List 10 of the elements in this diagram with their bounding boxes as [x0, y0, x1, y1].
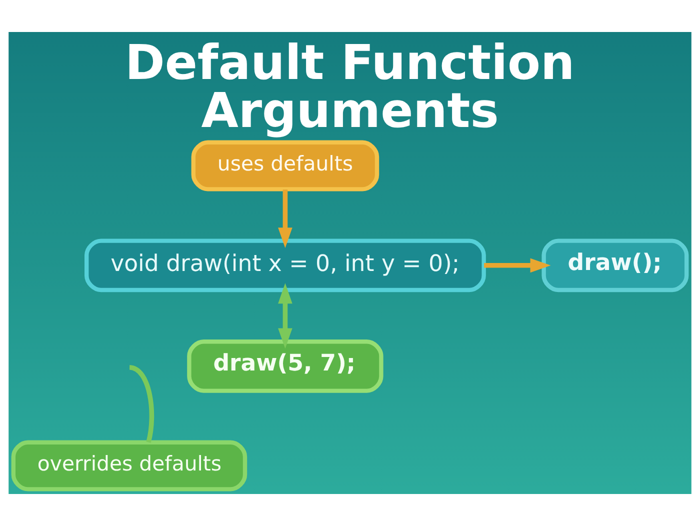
- node-box: void draw(int x = 0, int y = 0);: [84, 238, 486, 292]
- arrow: [278, 282, 292, 348]
- connector: [129, 364, 154, 442]
- node-box: draw();: [542, 238, 689, 292]
- arrow: [484, 258, 551, 272]
- node-box: draw(5, 7);: [187, 339, 384, 392]
- diagram-title: Default Function Arguments: [125, 34, 575, 138]
- node-box: uses defaults: [191, 140, 380, 191]
- arrow: [278, 189, 292, 248]
- node-box: overrides defaults: [11, 440, 248, 491]
